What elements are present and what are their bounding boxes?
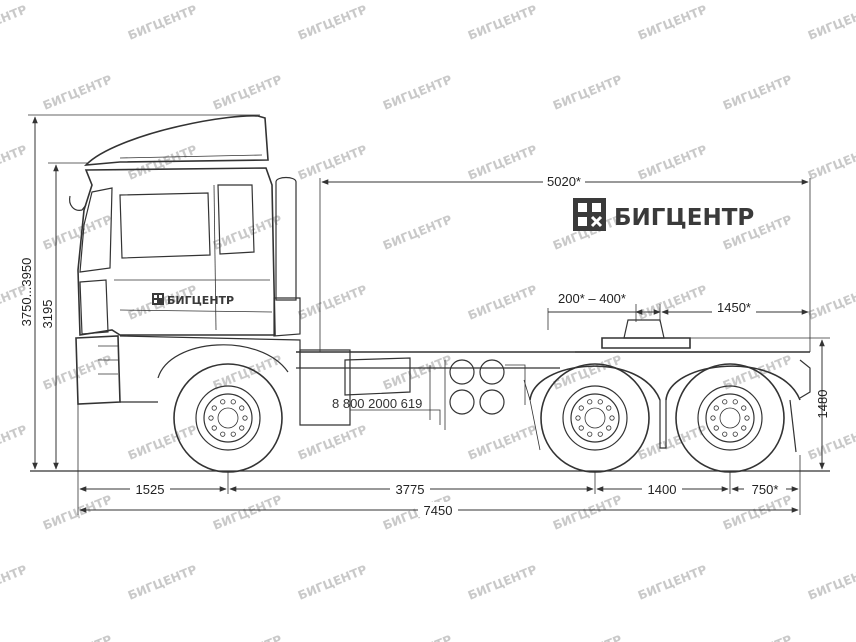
lug-nut: [587, 399, 593, 405]
watermark-text: БИГЦЕНТР: [211, 632, 284, 642]
watermark-text: БИГЦЕНТР: [296, 142, 369, 182]
lug-nut: [606, 405, 612, 411]
lug-nut: [239, 425, 245, 431]
watermark-text: БИГЦЕНТР: [806, 142, 856, 182]
watermark-text: БИГЦЕНТР: [806, 422, 856, 462]
lug-nut: [722, 431, 728, 437]
dim-wheelbase: 3775: [396, 482, 425, 497]
watermark-text: БИГЦЕНТР: [41, 212, 114, 252]
brand-name: БИГЦЕНТР: [614, 205, 754, 231]
watermark-text: БИГЦЕНТР: [806, 2, 856, 42]
watermark-text: БИГЦЕНТР: [41, 632, 114, 642]
lug-nut: [242, 415, 248, 421]
lug-nut: [732, 399, 738, 405]
watermark-text: БИГЦЕНТР: [0, 422, 29, 462]
watermark-text: БИГЦЕНТР: [551, 492, 624, 532]
watermark-text: БИГЦЕНТР: [0, 2, 29, 42]
watermark-text: БИГЦЕНТР: [466, 142, 539, 182]
watermark-text: БИГЦЕНТР: [211, 72, 284, 112]
dim-overall-length: 7450: [424, 503, 453, 518]
watermark-text: БИГЦЕНТР: [466, 422, 539, 462]
watermark-text: БИГЦЕНТР: [296, 562, 369, 602]
watermark-text: БИГЦЕНТР: [721, 352, 794, 392]
lug-nut: [578, 405, 584, 411]
lug-nut: [578, 425, 584, 431]
watermark-text: БИГЦЕНТР: [721, 72, 794, 112]
lug-nut: [230, 431, 236, 437]
watermark-text: БИГЦЕНТР: [41, 492, 114, 532]
watermark-text: БИГЦЕНТР: [126, 2, 199, 42]
watermark-text: БИГЦЕНТР: [126, 562, 199, 602]
watermark-text: БИГЦЕНТР: [296, 422, 369, 462]
lug-nut: [606, 425, 612, 431]
watermark-text: БИГЦЕНТР: [636, 422, 709, 462]
watermark-text: БИГЦЕНТР: [636, 282, 709, 322]
lug-nut: [597, 399, 603, 405]
truck-outline: [69, 115, 811, 453]
dim-height-total: 3750...3950: [19, 258, 34, 327]
lug-nut: [575, 415, 581, 421]
watermark-text: БИГЦЕНТР: [296, 2, 369, 42]
dim-rear-overhang: 750*: [752, 482, 779, 497]
watermark-text: БИГЦЕНТР: [721, 492, 794, 532]
brand-logo-small: [152, 293, 164, 305]
lug-nut: [710, 415, 716, 421]
lug-nut: [722, 399, 728, 405]
watermark-text: БИГЦЕНТР: [721, 632, 794, 642]
dim-axle-spacing: 1400: [648, 482, 677, 497]
watermark-text: БИГЦЕНТР: [636, 142, 709, 182]
wheel-lugs: [208, 399, 750, 437]
lug-nut: [744, 415, 750, 421]
lug-nut: [713, 425, 719, 431]
lug-nut: [220, 399, 226, 405]
watermark-text: БИГЦЕНТР: [381, 72, 454, 112]
watermark-text: БИГЦЕНТР: [636, 2, 709, 42]
extension-lines: [28, 114, 830, 515]
watermark-text: БИГЦЕНТР: [551, 632, 624, 642]
lug-nut: [741, 425, 747, 431]
dim-saddle-to-rear: 1450*: [717, 300, 751, 315]
lug-nut: [609, 415, 615, 421]
watermark-text: БИГЦЕНТР: [466, 2, 539, 42]
watermark-text: БИГЦЕНТР: [806, 562, 856, 602]
watermark-text: БИГЦЕНТР: [381, 212, 454, 252]
watermark-text: БИГЦЕНТР: [296, 282, 369, 322]
watermark-text: БИГЦЕНТР: [41, 72, 114, 112]
lug-nut: [741, 405, 747, 411]
dim-fifth-wheel-height: 1480: [815, 390, 830, 419]
lug-nut: [230, 399, 236, 405]
lug-nut: [220, 431, 226, 437]
rear-wheel-1: [540, 363, 650, 473]
brand-phone: 8 800 2000 619: [332, 396, 422, 411]
watermark-text: БИГЦЕНТР: [0, 562, 29, 602]
dim-saddle-adjust: 200* – 400*: [558, 291, 626, 306]
lug-nut: [208, 415, 214, 421]
watermark-text: БИГЦЕНТР: [126, 422, 199, 462]
brand-name-small: БИГЦЕНТР: [167, 294, 234, 307]
lug-nut: [732, 431, 738, 437]
lug-nut: [713, 405, 719, 411]
watermark-text: БИГЦЕНТР: [466, 562, 539, 602]
lug-nut: [211, 425, 217, 431]
lug-nut: [211, 405, 217, 411]
watermark-text: БИГЦЕНТР: [381, 632, 454, 642]
lug-nut: [239, 405, 245, 411]
dim-front-overhang: 1525: [136, 482, 165, 497]
watermark-text: БИГЦЕНТР: [211, 492, 284, 532]
watermark-text: БИГЦЕНТР: [636, 562, 709, 602]
brand-logo: [573, 198, 606, 231]
lug-nut: [597, 431, 603, 437]
dim-wheelbase-rear: 5020*: [547, 174, 581, 189]
watermark-text: БИГЦЕНТР: [466, 282, 539, 322]
dim-height-cab: 3195: [40, 300, 55, 329]
lug-nut: [587, 431, 593, 437]
watermark-text: БИГЦЕНТР: [806, 282, 856, 322]
watermark-text: БИГЦЕНТР: [551, 72, 624, 112]
watermark-text: БИГЦЕНТР: [0, 142, 29, 182]
